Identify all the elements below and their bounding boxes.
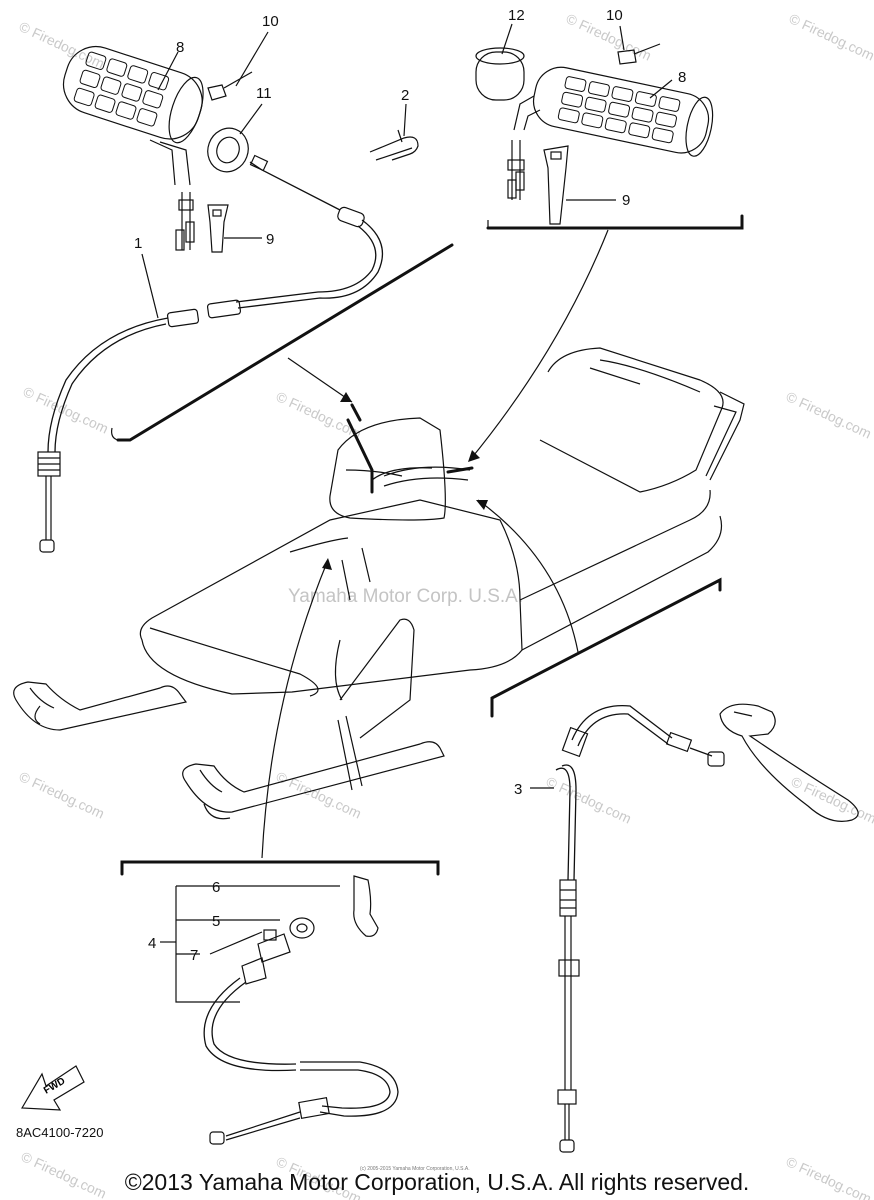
callout-6: 6 (212, 879, 220, 896)
watermark-text: © Firedog.com (19, 1148, 109, 1200)
callout-7: 7 (190, 947, 198, 964)
small-notice: (c) 2005-2015 Yamaha Motor Corporation, … (360, 1166, 470, 1172)
fwd-arrow: FWD (20, 1065, 85, 1111)
watermark-text: © Firedog.com (544, 773, 634, 826)
watermark-text: © Firedog.com (17, 18, 107, 71)
left-grip-8 (62, 45, 204, 144)
watermark-center: Yamaha Motor Corp. U.S.A. (288, 586, 523, 607)
brake-group (490, 577, 859, 1153)
left-handlebar-bar (346, 418, 374, 494)
left-detail-frame (116, 243, 454, 442)
watermark-layer: © Firedog.com © Firedog.com © Firedog.co… (17, 10, 874, 1200)
watermark-text: © Firedog.com (274, 768, 364, 821)
callout-4: 4 (148, 935, 156, 952)
callout-8-right: 8 (678, 69, 686, 86)
choke-detail-frame (120, 860, 440, 876)
callout-1: 1 (134, 235, 142, 252)
right-grip-group (475, 43, 744, 230)
callout-10-left: 10 (262, 13, 279, 30)
callout-5: 5 (212, 913, 220, 930)
snowmobile-body (13, 347, 745, 820)
copyright-footer: ©2013 Yamaha Motor Corporation, U.S.A. A… (125, 1169, 750, 1195)
callout-12: 12 (508, 7, 525, 24)
callout-8-left: 8 (176, 39, 184, 56)
callout-9-left: 9 (266, 231, 274, 248)
callout-11: 11 (256, 85, 272, 102)
callout-10-right: 10 (606, 7, 623, 24)
left-grip-group (37, 45, 454, 553)
watermark-text: © Firedog.com (787, 10, 874, 63)
leader-lines (141, 23, 673, 943)
watermark-text: © Firedog.com (784, 388, 874, 441)
pointer-arrows (261, 229, 609, 859)
brake-detail-frame (490, 577, 722, 718)
fwd-label: FWD (42, 1076, 67, 1097)
watermark-text: © Firedog.com (21, 383, 111, 436)
callout-3: 3 (514, 781, 522, 798)
choke-group (120, 860, 440, 1145)
callout-2: 2 (401, 87, 409, 104)
watermark-text: © Firedog.com (17, 768, 107, 821)
part-code: 8AC4100-7220 (16, 1125, 103, 1140)
callout-9-right: 9 (622, 192, 630, 209)
watermark-text: © Firedog.com (274, 388, 364, 441)
watermark-text: © Firedog.com (789, 773, 874, 826)
watermark-text: © Firedog.com (784, 1153, 874, 1200)
right-detail-frame (486, 214, 744, 230)
callout-labels: 8 10 11 2 9 1 12 10 8 9 3 4 5 6 7 (134, 7, 686, 964)
